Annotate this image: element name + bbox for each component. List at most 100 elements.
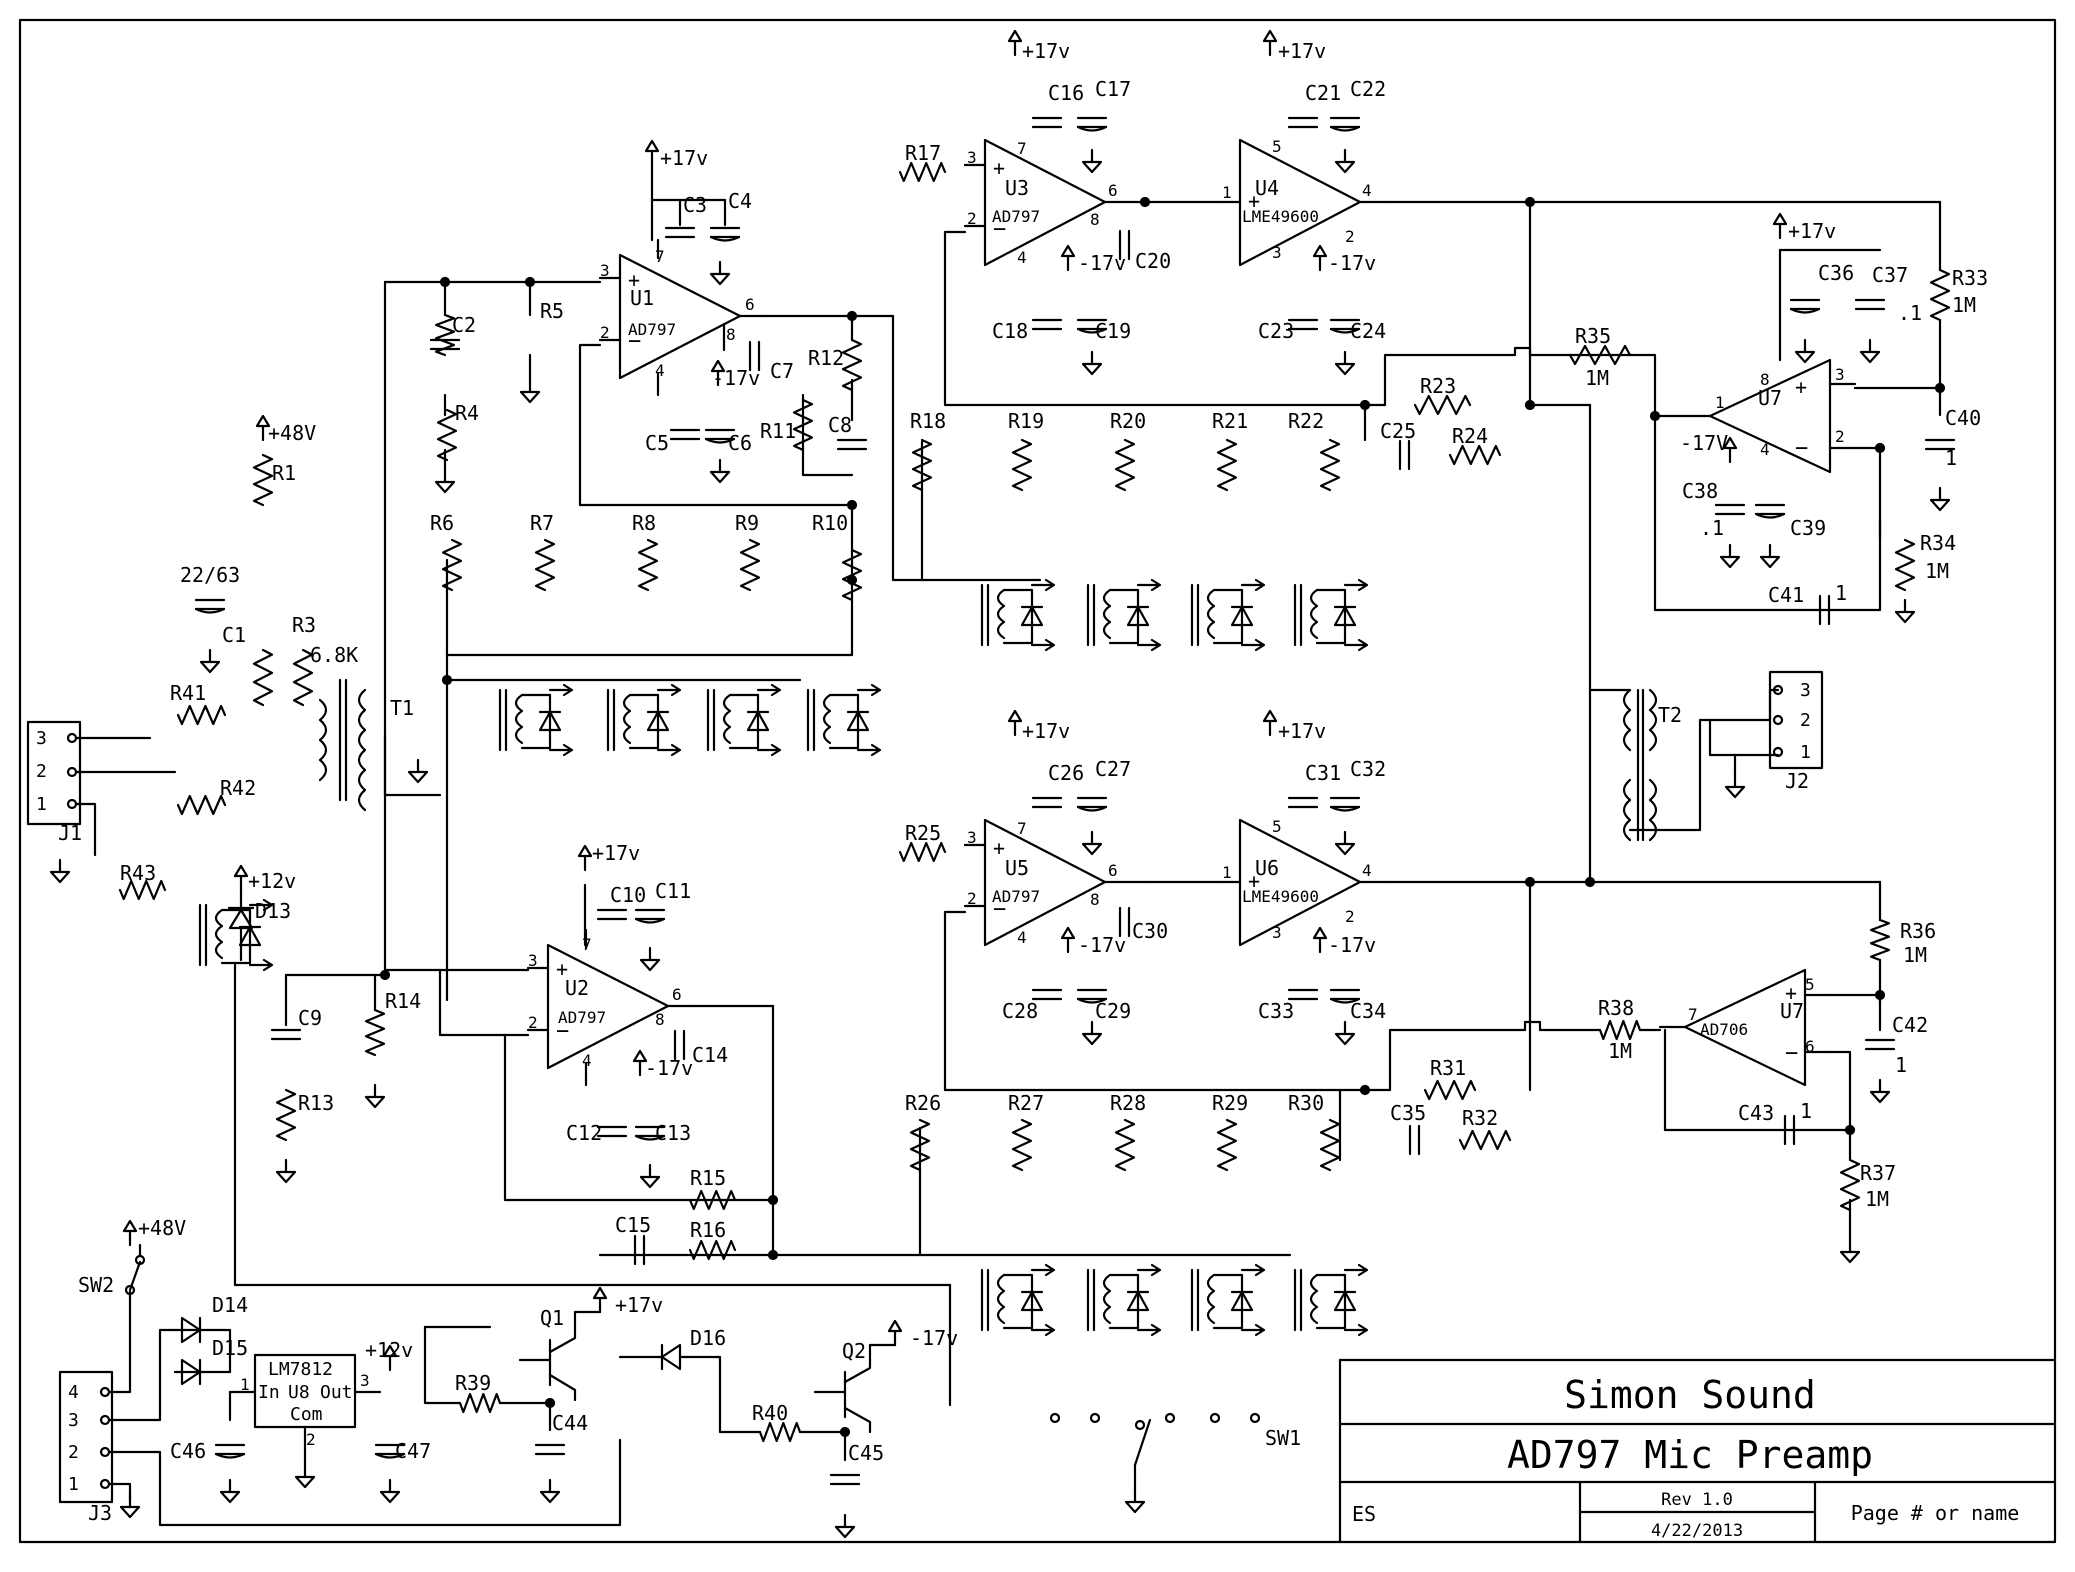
label: C17	[1095, 77, 1131, 101]
plus-mark: +	[1248, 189, 1260, 213]
label: R34	[1920, 531, 1956, 555]
resistor-r19	[1011, 438, 1033, 492]
label: 3	[967, 828, 977, 847]
resistor-r15	[688, 1189, 737, 1211]
label: R7	[530, 511, 554, 535]
label: 1	[1715, 393, 1725, 412]
resistor-r14	[364, 1008, 386, 1057]
relay-arrow	[656, 743, 682, 757]
label: .1	[1898, 301, 1922, 325]
resistor-r25	[898, 841, 947, 863]
ground-symbol	[1124, 1488, 1146, 1514]
capacitor-c32-curve	[1329, 805, 1361, 812]
relay-coil	[1309, 588, 1319, 640]
label: 2	[1345, 227, 1355, 246]
label: T2	[1658, 703, 1682, 727]
opamp-u3	[963, 138, 1147, 267]
relay-coil	[1206, 1273, 1216, 1325]
transistor-q2	[718, 1343, 897, 1462]
label: C24	[1350, 319, 1386, 343]
relay-arrow	[856, 683, 882, 697]
label: R23	[1420, 374, 1456, 398]
relay-arrow	[1030, 578, 1056, 592]
relay-arrow	[1240, 1323, 1266, 1337]
label: +17v	[615, 1293, 663, 1317]
capacitor-c17-curve	[1076, 125, 1108, 132]
label: R33	[1952, 266, 1988, 290]
label: AD797	[992, 207, 1040, 226]
junction-dot	[1359, 1084, 1371, 1096]
power-rail-arrow	[382, 1344, 398, 1372]
label: R8	[632, 511, 656, 535]
ground-symbol	[275, 1158, 297, 1184]
label: 8	[1090, 210, 1100, 229]
plus-mark: +	[1785, 981, 1797, 1005]
relay-arrow	[1030, 638, 1056, 652]
label: 7	[1017, 139, 1027, 158]
ground-symbol	[539, 1478, 561, 1504]
junction-dot	[524, 276, 536, 288]
resistor-r1	[252, 453, 274, 507]
regulator-u8	[173, 1328, 382, 1467]
ground-symbol	[1081, 148, 1103, 174]
minus-mark: −	[556, 1019, 569, 1044]
opamp-u7-ad706	[1658, 968, 1832, 1087]
relay-wire	[1108, 588, 1140, 645]
resistor-r38	[1598, 1019, 1642, 1041]
label: C1	[222, 623, 246, 647]
label: R30	[1288, 1091, 1324, 1115]
capacitor-c36-curve	[1789, 307, 1821, 314]
resistor-r28	[1114, 1118, 1136, 1172]
ground-symbol	[1334, 350, 1356, 376]
label: 1	[240, 1375, 250, 1394]
junction-dot	[1524, 196, 1536, 208]
label: 8	[1090, 890, 1100, 909]
relay-arrow	[1343, 638, 1369, 652]
label: 1M	[1925, 559, 1949, 583]
label: T1	[390, 696, 414, 720]
label: 5	[1272, 817, 1282, 836]
junction-dot	[767, 1194, 779, 1206]
capacitor-c34-curve	[1329, 997, 1361, 1004]
label: C44	[552, 1411, 588, 1435]
label: R42	[220, 776, 256, 800]
label: U8	[288, 1382, 310, 1403]
label: 1	[1800, 1099, 1812, 1123]
resistor-symbols	[118, 161, 1951, 1443]
ground-symbol	[639, 946, 661, 972]
relay-wire	[520, 693, 552, 750]
label: C35	[1390, 1101, 1426, 1125]
ground-symbol	[407, 758, 429, 784]
relay-arrow	[1136, 1263, 1162, 1277]
capacitor-c6-curve	[704, 437, 736, 444]
label: C40	[1945, 406, 1981, 430]
label: R32	[1462, 1106, 1498, 1130]
capacitor-c11-curve	[634, 917, 666, 924]
label: C32	[1350, 757, 1386, 781]
label: C47	[395, 1439, 431, 1463]
label: J3	[88, 1501, 112, 1525]
plus-mark: +	[993, 156, 1005, 180]
label: U1	[630, 286, 654, 310]
label: AD797	[628, 320, 676, 339]
capacitor-c13-curve	[634, 1134, 666, 1141]
label: 6.8K	[310, 643, 358, 667]
power-rail-arrow	[1312, 926, 1328, 954]
label: C33	[1258, 999, 1294, 1023]
label: 6	[1805, 1037, 1815, 1056]
label: C38	[1682, 479, 1718, 503]
label: 3	[600, 261, 610, 280]
capacitor-c27-curve	[1076, 805, 1108, 812]
label: -17v	[1328, 933, 1376, 957]
ground-symbol	[219, 1478, 241, 1504]
label: 1	[1222, 863, 1232, 882]
resistor-r6	[441, 538, 463, 592]
label: 7	[1017, 819, 1027, 838]
junction-dot	[1524, 399, 1536, 411]
junction-dot	[767, 1249, 779, 1261]
relay-arrow	[248, 958, 274, 972]
label: 3	[1800, 680, 1811, 701]
minus-mark: −	[628, 329, 641, 354]
ground-symbol	[1759, 543, 1781, 569]
opamp-u5	[963, 818, 1147, 947]
